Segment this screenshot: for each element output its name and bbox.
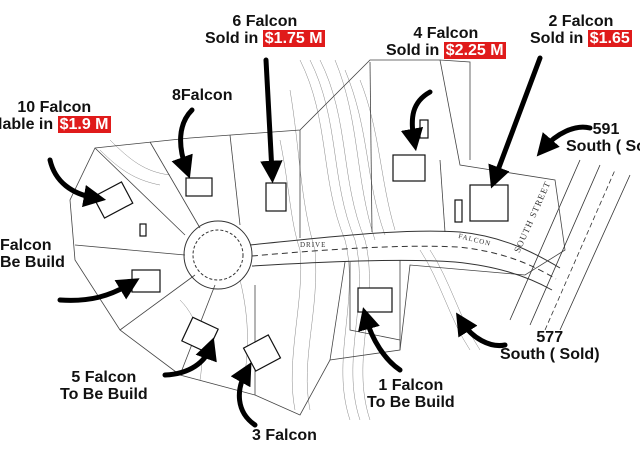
price-tag: $1.75 M bbox=[262, 29, 325, 47]
price-tag: $1.65 bbox=[587, 29, 632, 47]
arrow-6-falcon bbox=[260, 57, 283, 184]
arrow-10-falcon bbox=[47, 157, 107, 208]
topography-contours bbox=[99, 59, 481, 421]
house-footprints bbox=[92, 119, 509, 372]
arrow-591-south bbox=[536, 124, 593, 157]
arrow-1-falcon bbox=[358, 307, 403, 373]
lot-5-label: 5 Falcon To Be Build bbox=[60, 369, 148, 403]
lot-2-label: 2 Falcon Sold in $1.65 bbox=[530, 13, 632, 47]
lot-1-label: 1 Falcon To Be Build bbox=[367, 377, 455, 411]
south-street-road bbox=[509, 159, 631, 331]
arrow-577-south bbox=[456, 312, 508, 349]
lot-3-label: 3 Falcon bbox=[252, 427, 317, 444]
arrow-5-falcon bbox=[162, 337, 217, 378]
lot-10-label: 10 Falcon lable in $1.9 M bbox=[0, 99, 111, 133]
lot-591-label: 591 South ( So bbox=[566, 121, 640, 155]
lot-8-label: 8Falcon bbox=[172, 87, 233, 104]
lot-7-label: Falcon Be Build bbox=[0, 237, 65, 271]
arrow-7-falcon bbox=[57, 278, 140, 303]
lot-577-label: 577 South ( Sold) bbox=[500, 329, 600, 363]
parcel-lines bbox=[69, 59, 566, 416]
price-tag: $2.25 M bbox=[443, 41, 506, 59]
falcon-drive-label-b: DRIVE bbox=[300, 241, 327, 249]
pointer-arrows bbox=[47, 55, 593, 428]
arrow-8-falcon bbox=[171, 107, 195, 179]
falcon-drive-road bbox=[183, 220, 561, 291]
arrow-2-falcon bbox=[488, 55, 543, 189]
lot-6-label: 6 Falcon Sold in $1.75 M bbox=[205, 13, 325, 47]
arrow-3-falcon bbox=[230, 362, 258, 428]
lot-4-label: 4 Falcon Sold in $2.25 M bbox=[386, 25, 506, 59]
price-tag: $1.9 M bbox=[57, 115, 111, 133]
arrow-4-falcon bbox=[400, 89, 433, 152]
